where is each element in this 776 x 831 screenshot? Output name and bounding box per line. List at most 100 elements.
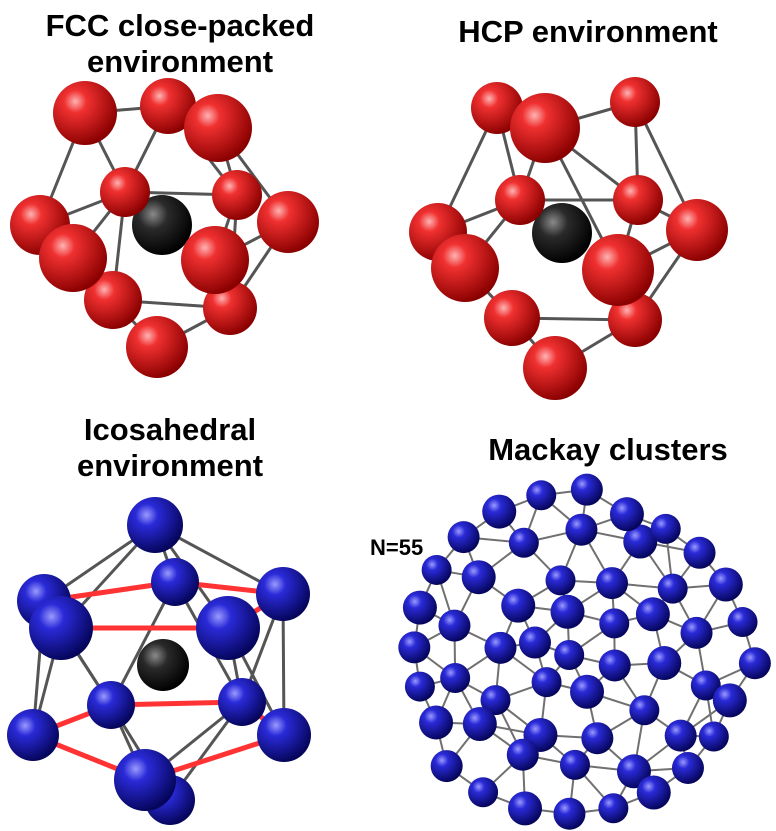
- blue-atom: [570, 674, 605, 709]
- red-atom: [100, 167, 150, 217]
- blue-atom: [438, 609, 471, 642]
- blue-atom: [461, 560, 496, 595]
- blue-atom: [482, 494, 517, 529]
- blue-atom: [623, 524, 658, 559]
- blue-atom: [421, 554, 452, 585]
- blue-atom: [738, 647, 771, 680]
- blue-atom: [7, 709, 59, 761]
- red-atom: [523, 336, 587, 400]
- red-atom: [608, 293, 662, 347]
- blue-atom: [565, 513, 598, 546]
- center-atom: [532, 203, 592, 263]
- blue-atom: [708, 567, 743, 602]
- blue-atom: [629, 695, 660, 726]
- blue-atom: [440, 663, 471, 694]
- red-atom: [126, 316, 188, 378]
- blue-atom: [554, 640, 585, 670]
- blue-atom: [598, 649, 631, 682]
- red-atom: [666, 199, 728, 261]
- icosahedral-cluster: [7, 497, 311, 825]
- blue-atom: [402, 590, 437, 625]
- fcc-title-line1: FCC close-packed: [45, 8, 315, 43]
- blue-atom: [508, 791, 543, 826]
- red-atom: [471, 82, 523, 134]
- blue-atom: [550, 594, 585, 629]
- blue-atom: [398, 631, 431, 664]
- blue-atom: [596, 567, 629, 600]
- red-atom: [84, 271, 142, 329]
- blue-atom: [616, 754, 651, 789]
- red-atom: [203, 281, 257, 335]
- blue-atom: [218, 678, 266, 726]
- blue-atom: [531, 667, 562, 698]
- blue-atom: [598, 793, 629, 824]
- blue-atom: [636, 775, 671, 810]
- cluster-size-label: N=55: [370, 535, 424, 560]
- blue-atom: [196, 596, 260, 660]
- blue-atom: [114, 749, 176, 811]
- fcc-title: FCC close-packed environment: [0, 8, 360, 80]
- blue-atom: [647, 646, 682, 681]
- blue-atom: [599, 608, 630, 639]
- red-atom: [495, 175, 545, 225]
- blue-atom: [664, 719, 697, 752]
- blue-atom: [518, 626, 551, 659]
- blue-atom: [29, 596, 93, 660]
- red-atom: [257, 191, 319, 253]
- blue-atom: [698, 721, 729, 752]
- red-atom: [582, 234, 654, 306]
- blue-atom: [657, 573, 688, 604]
- blue-atom: [680, 616, 713, 649]
- blue-atom: [87, 681, 135, 729]
- red-atom: [613, 175, 663, 225]
- blue-atom: [480, 685, 511, 716]
- blue-atom: [545, 565, 576, 596]
- blue-atom: [501, 588, 536, 623]
- hcp-title: HCP environment: [458, 14, 718, 49]
- red-atom: [184, 94, 252, 162]
- red-atom: [431, 234, 499, 302]
- center-atom: [137, 639, 189, 691]
- mackay-cluster: [398, 473, 771, 830]
- blue-atom: [650, 513, 681, 544]
- blue-atom: [727, 607, 758, 638]
- blue-atom: [256, 567, 310, 621]
- blue-atom: [581, 722, 614, 755]
- blue-atom: [570, 473, 603, 506]
- fcc-title-line2: environment: [86, 44, 274, 79]
- blue-atom: [447, 521, 480, 554]
- blue-atom: [690, 670, 721, 701]
- red-atom: [181, 226, 249, 294]
- fcc-cluster: [10, 78, 319, 378]
- blue-atom: [462, 706, 497, 741]
- red-atom: [510, 93, 580, 163]
- blue-atom: [635, 597, 670, 632]
- blue-atom: [127, 497, 183, 553]
- blue-atom: [553, 797, 586, 830]
- ico-title-line1: Icosahedral: [83, 412, 257, 447]
- red-atom: [610, 77, 660, 127]
- blue-atom: [404, 671, 435, 702]
- blue-atom: [683, 536, 716, 569]
- hcp-cluster: [409, 77, 728, 400]
- red-atom: [484, 290, 540, 346]
- blue-atom: [419, 705, 454, 740]
- blue-atom: [712, 683, 747, 718]
- blue-atom: [609, 497, 644, 532]
- blue-atom: [257, 708, 311, 762]
- blue-atom: [430, 750, 463, 783]
- red-atom: [140, 78, 196, 134]
- red-atom: [53, 81, 117, 145]
- ico-title: Icosahedral environment: [0, 412, 340, 484]
- blue-atom: [484, 631, 517, 664]
- blue-atom: [671, 751, 704, 784]
- blue-atom: [151, 558, 199, 606]
- red-atom: [39, 224, 107, 292]
- blue-atom: [508, 527, 539, 558]
- blue-atom: [526, 480, 557, 511]
- blue-atom: [559, 749, 590, 780]
- mackay-title: Mackay clusters: [488, 432, 728, 467]
- center-atom: [132, 195, 192, 255]
- ico-title-line2: environment: [76, 448, 264, 483]
- red-atom: [212, 170, 262, 220]
